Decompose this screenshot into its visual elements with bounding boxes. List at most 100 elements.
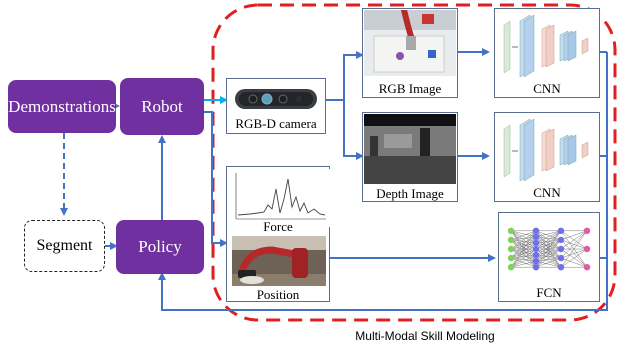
fcn-edge xyxy=(535,254,562,268)
segment-block: Segment xyxy=(24,220,105,272)
fcn-edge xyxy=(535,230,562,256)
depth-scene-image xyxy=(364,114,456,184)
fcn-edge xyxy=(510,254,537,259)
force-label: Force xyxy=(263,219,293,234)
position-label: Position xyxy=(256,287,300,302)
region-caption: Multi-Modal Skill Modeling xyxy=(355,329,495,343)
fcn-node xyxy=(532,251,540,259)
depth-image-label: Depth Image xyxy=(376,186,444,201)
fcn-edge xyxy=(535,254,562,259)
fcn-edge xyxy=(510,230,537,238)
fcn-edge xyxy=(510,260,537,268)
fcn-edge xyxy=(510,248,537,259)
cnn-top-label: CNN xyxy=(533,81,561,96)
fcn-edge xyxy=(535,248,562,268)
fcn-edge xyxy=(510,242,537,268)
fcn-diagram xyxy=(507,227,591,271)
fcn-edge xyxy=(560,230,588,241)
cnn-mid-diagram xyxy=(503,118,589,181)
arrow-camera-to-depth xyxy=(343,100,364,160)
force-plot-image xyxy=(228,169,330,227)
fcn-node xyxy=(583,264,591,271)
fcn-edge xyxy=(510,236,537,259)
fcn-edge xyxy=(535,230,562,238)
cnn-mid-box: CNN xyxy=(494,112,600,202)
fcn-node xyxy=(532,257,540,265)
arrow-robot-to-sensors xyxy=(204,111,228,247)
fcn-edge xyxy=(535,230,562,268)
feedback-to-policy xyxy=(158,52,608,311)
cnn-mid-label: CNN xyxy=(533,185,561,200)
fcn-edge xyxy=(510,236,537,250)
fcn-edge xyxy=(510,236,537,268)
fcn-node xyxy=(507,264,515,271)
rgbd-camera-label: RGB-D camera xyxy=(235,116,317,131)
rgb-image-box: RGB Image xyxy=(362,8,458,98)
fcn-edge xyxy=(535,239,562,262)
fcn-edge xyxy=(560,230,588,268)
fcn-edge xyxy=(535,230,562,250)
fcn-node xyxy=(507,227,515,234)
fcn-edge xyxy=(560,230,588,259)
fcn-label: FCN xyxy=(536,285,562,300)
fcn-node xyxy=(532,245,540,253)
fcn-edge xyxy=(510,239,537,244)
policy-block: Policy xyxy=(116,220,204,274)
fcn-edge xyxy=(535,248,562,262)
fcn-edge xyxy=(560,248,588,259)
fcn-node xyxy=(532,227,540,234)
fcn-edge xyxy=(535,239,562,256)
fcn-edge xyxy=(535,236,562,241)
fcn-edge xyxy=(510,230,537,244)
fcn-edge xyxy=(535,248,562,256)
demonstrations-label: Demonstrations xyxy=(8,96,116,116)
demonstrations-block: Demonstrations xyxy=(8,80,116,133)
fcn-node xyxy=(557,264,565,271)
fcn-edge xyxy=(535,230,562,244)
fcn-node xyxy=(532,264,540,271)
fcn-node xyxy=(583,227,591,234)
force-position-box: Force Position xyxy=(226,166,330,302)
cnn-top-diagram xyxy=(503,14,589,77)
fcn-edge xyxy=(510,248,537,268)
fcn-edge xyxy=(510,230,537,268)
fcn-node xyxy=(507,245,515,253)
fcn-edge xyxy=(560,248,588,268)
rgbd-camera-box: RGB-D camera xyxy=(226,78,326,134)
fcn-edge xyxy=(510,254,537,268)
cnn-top-box: CNN xyxy=(494,8,600,98)
fcn-node xyxy=(557,254,565,262)
fcn-edge xyxy=(535,257,562,268)
fcn-edge xyxy=(535,239,562,250)
segment-label: Segment xyxy=(36,237,93,254)
fcn-node xyxy=(557,236,565,244)
policy-label: Policy xyxy=(138,237,182,256)
fcn-node xyxy=(583,245,591,253)
fcn-node xyxy=(532,239,540,247)
fcn-edge xyxy=(510,242,537,250)
fcn-node xyxy=(507,236,515,244)
fcn-edge xyxy=(510,230,537,241)
fcn-node xyxy=(507,254,515,262)
fcn-node xyxy=(532,233,540,241)
fcn-edge xyxy=(510,230,537,259)
depth-image-box: Depth Image xyxy=(362,112,458,202)
fcn-edge xyxy=(510,236,537,241)
fcn-box: FCN xyxy=(498,212,600,302)
fcn-node xyxy=(557,245,565,253)
rgb-image-label: RGB Image xyxy=(378,81,442,96)
fcn-edge xyxy=(510,257,537,268)
fcn-edge xyxy=(535,230,562,262)
fcn-edge xyxy=(560,257,588,268)
camera-icon xyxy=(235,89,317,109)
robot-arm-image xyxy=(232,236,326,286)
fcn-node xyxy=(557,227,565,234)
robot-block: Robot xyxy=(120,78,204,135)
robot-label: Robot xyxy=(141,96,183,116)
fcn-edge xyxy=(535,260,562,268)
fcn-edge xyxy=(510,242,537,259)
rgb-scene-image xyxy=(364,10,456,76)
fcn-edge xyxy=(510,257,537,262)
